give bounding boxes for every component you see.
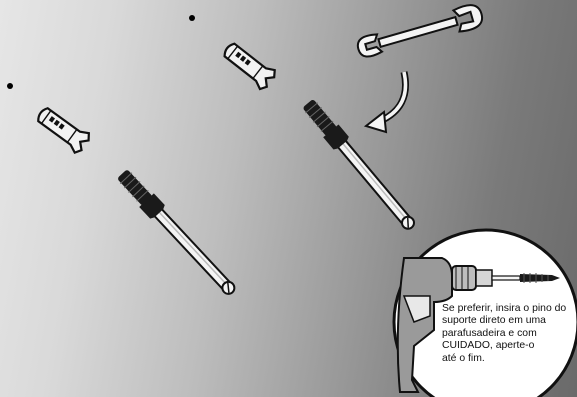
inset-instruction-text: Se preferir, insira o pino do suporte di… bbox=[442, 303, 574, 365]
drill-icon bbox=[396, 257, 493, 393]
inset-line: Se preferir, insira o pino do bbox=[442, 303, 567, 314]
marker-dot bbox=[7, 83, 13, 89]
screw-icon bbox=[491, 273, 560, 283]
marker-dot bbox=[189, 15, 195, 21]
inset-line: parafusadeira e com bbox=[442, 327, 537, 339]
mounting-pin-icon bbox=[113, 166, 241, 301]
inset-line: suporte direto em uma bbox=[442, 315, 546, 327]
inset-line: até o fim. bbox=[442, 352, 485, 364]
mounting-pin-icon bbox=[299, 95, 421, 235]
curved-arrow-icon bbox=[363, 71, 409, 134]
wall-plug-icon bbox=[218, 37, 279, 93]
wrench-icon bbox=[356, 4, 484, 58]
inset-line: CUIDADO, aperte-o bbox=[442, 340, 535, 352]
wall-plug-icon bbox=[32, 102, 94, 157]
